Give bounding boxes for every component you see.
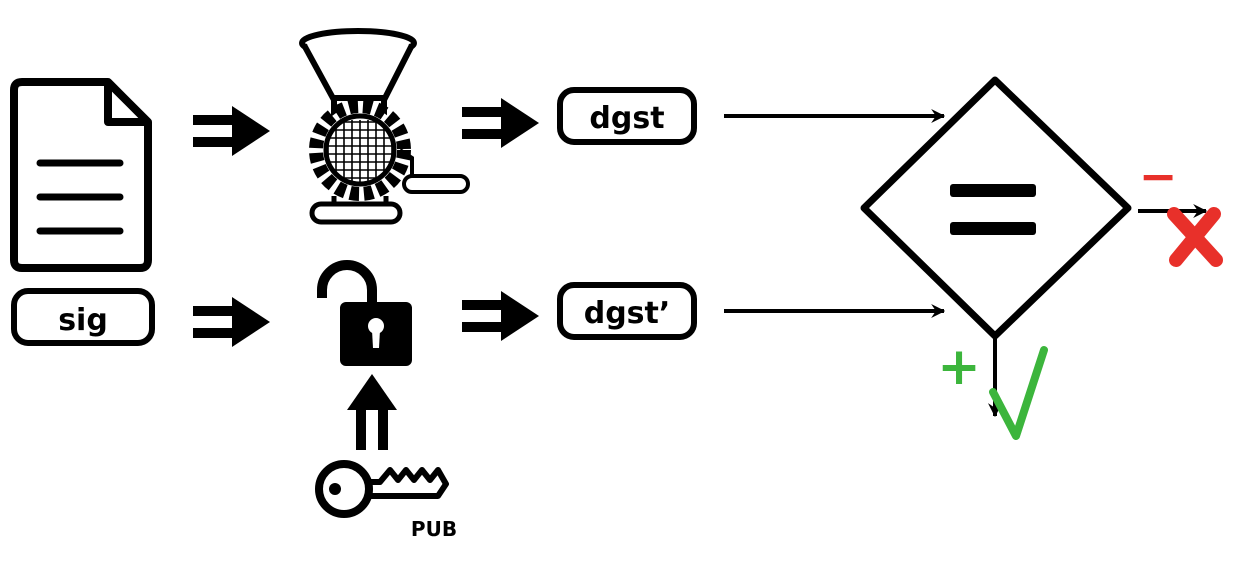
implies-arrow-lock-to-dgst-prime (462, 291, 539, 341)
pass-branch: + (937, 337, 1048, 440)
minus-sign: − (1139, 149, 1178, 203)
unlocked-padlock-icon (317, 260, 412, 366)
check-icon (989, 346, 1048, 440)
plus-sign: + (937, 337, 981, 397)
fail-branch: − (1138, 149, 1223, 267)
implies-arrow-key-to-lock (347, 374, 397, 450)
key-icon: PUB (315, 460, 457, 541)
dgst-prime-box: dgst’ (557, 282, 697, 340)
key-tag-label: PUB (411, 517, 457, 541)
dgst-box: dgst (557, 87, 697, 145)
dgst-label: dgst (589, 101, 664, 136)
sig-label: sig (58, 303, 108, 338)
implies-arrow-doc-to-grinder (193, 106, 270, 156)
document-icon (10, 78, 152, 272)
sig-box: sig (11, 288, 155, 346)
implies-arrow-sig-to-lock (193, 297, 270, 347)
dgst-prime-label: dgst’ (584, 296, 671, 331)
cross-icon (1167, 207, 1223, 267)
implies-arrow-grinder-to-dgst (462, 98, 539, 148)
equals-diamond-icon (860, 76, 1132, 340)
meat-grinder-icon (299, 28, 470, 225)
